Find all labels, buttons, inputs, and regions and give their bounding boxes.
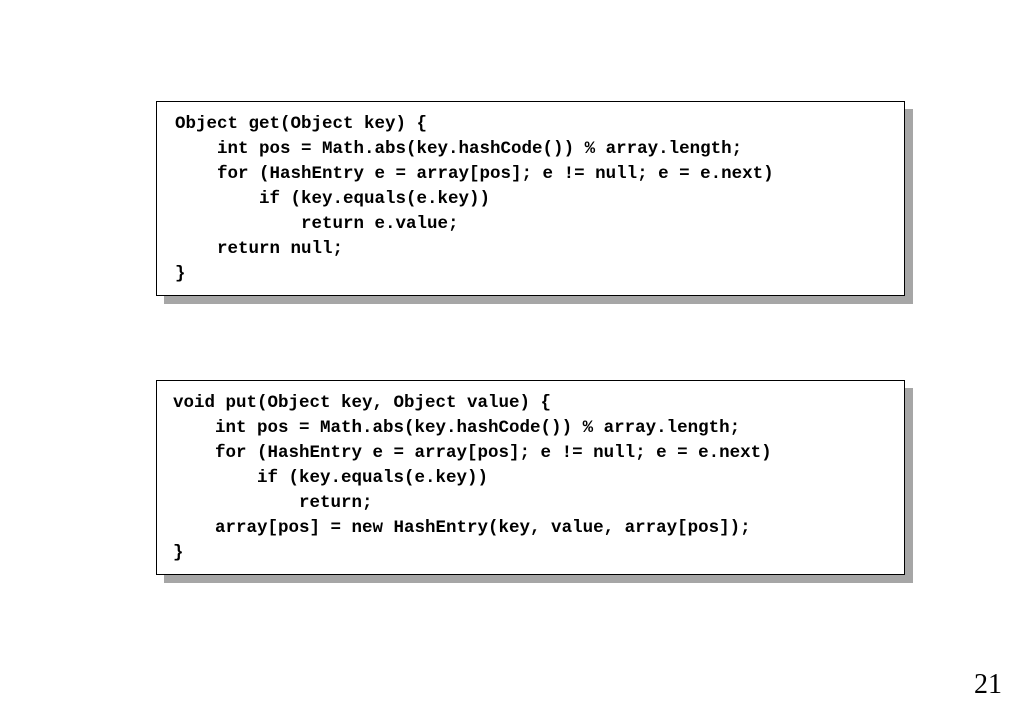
code-line: return null; xyxy=(175,239,344,259)
code-line: for (HashEntry e = array[pos]; e != null… xyxy=(173,443,772,463)
code-line: int pos = Math.abs(key.hashCode()) % arr… xyxy=(175,139,743,159)
code-line: if (key.equals(e.key)) xyxy=(175,189,491,209)
code-line: Object get(Object key) { xyxy=(175,114,428,134)
code-line: return e.value; xyxy=(175,214,459,234)
code-line: int pos = Math.abs(key.hashCode()) % arr… xyxy=(173,418,741,438)
page-number: 21 xyxy=(974,669,1002,700)
code-line: void put(Object key, Object value) { xyxy=(173,393,552,413)
code-block-get-method: Object get(Object key) { int pos = Math.… xyxy=(175,112,774,287)
code-box-get-method: Object get(Object key) { int pos = Math.… xyxy=(156,101,905,296)
code-line: for (HashEntry e = array[pos]; e != null… xyxy=(175,164,774,184)
code-line: } xyxy=(175,264,186,284)
code-line: } xyxy=(173,543,184,563)
code-line: array[pos] = new HashEntry(key, value, a… xyxy=(173,518,751,538)
code-block-put-method: void put(Object key, Object value) { int… xyxy=(173,391,772,566)
code-box-put-method: void put(Object key, Object value) { int… xyxy=(156,380,905,575)
code-line: if (key.equals(e.key)) xyxy=(173,468,489,488)
code-line: return; xyxy=(173,493,373,513)
